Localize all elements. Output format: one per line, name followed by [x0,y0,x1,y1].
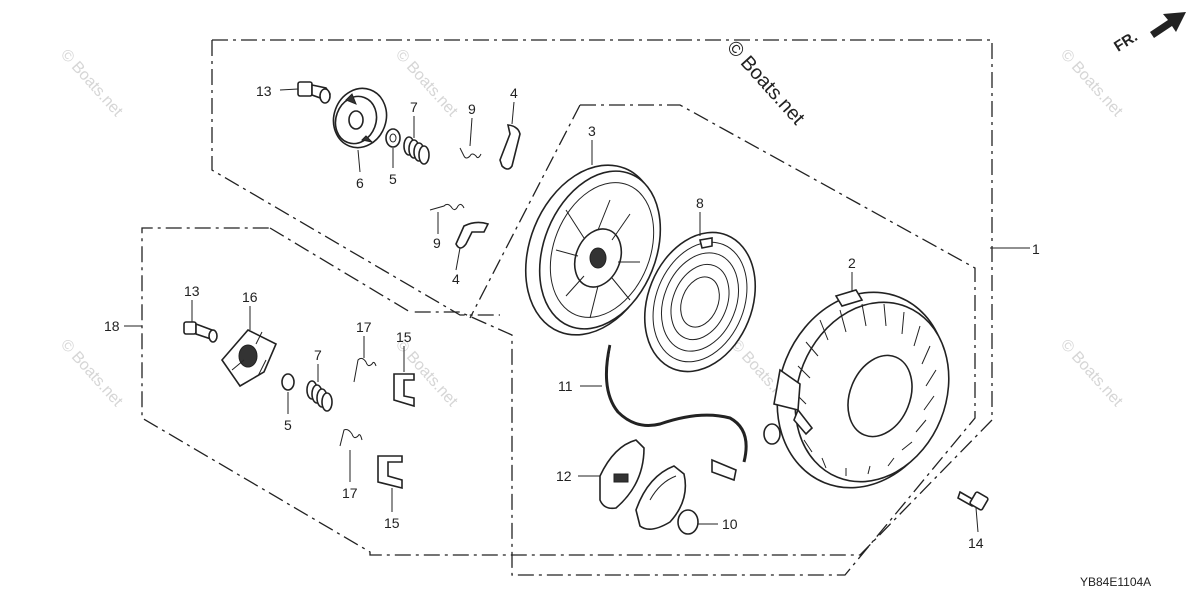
callout-5: 5 [389,171,397,187]
pawl-4-middle [455,221,490,249]
recoil-spring-8 [643,231,757,373]
spring-7-upper [403,136,430,165]
starter-grip-10 [635,465,699,535]
callout-15: 15 [384,515,400,531]
callout-13: 13 [184,283,200,299]
assembly-outlines [141,39,993,576]
callout-17: 17 [356,319,372,335]
callout-9: 9 [433,235,441,251]
spring-7-lower [306,380,333,412]
callout-3: 3 [588,123,596,139]
spring-17-lower [339,429,363,447]
outline-upper-group [211,40,500,316]
watermark: © Boats.net [1057,46,1126,120]
front-direction-indicator: FR. [1111,12,1186,55]
drawing-code: YB84E1104A [1080,575,1151,589]
watermark: © Boats.net [1057,336,1126,410]
grip-insert-12 [599,439,645,510]
callout-2: 2 [848,255,856,271]
starter-case-2 [763,289,950,489]
copyright-text: © Boats.net [722,37,809,130]
callout-6: 6 [356,175,364,191]
bolt-13-lower [183,321,218,343]
callout-4: 4 [510,85,518,101]
direction-arrow-icon [1150,12,1186,38]
watermark: © Boats.net [57,336,126,410]
outline-starter-group [410,104,976,576]
callout-15: 15 [396,329,412,345]
callout-7: 7 [410,99,418,115]
watermark: © Boats.net [392,46,461,120]
callout-13: 13 [256,83,272,99]
starter-rope-11 [604,344,748,463]
bolt-14 [957,490,989,511]
washer-5-upper [385,128,401,148]
callout-18: 18 [104,318,120,334]
ratchet-16 [220,329,278,388]
starter-reel-3 [524,164,662,336]
callout-7: 7 [314,347,322,363]
callout-12: 12 [556,468,572,484]
callout-4: 4 [452,271,460,287]
callout-9: 9 [468,101,476,117]
guide-15-lower [377,455,403,490]
callout-17: 17 [342,485,358,501]
spring-17-upper [353,357,377,383]
direction-label: FR. [1111,28,1141,55]
callout-10: 10 [722,516,738,532]
washer-5-lower [281,373,295,391]
outline-main [141,39,993,556]
callout-16: 16 [242,289,258,305]
rope-end-knot [711,458,737,482]
callout-1: 1 [1032,241,1040,257]
outline-lower-link [269,227,411,313]
spring-9-upper [459,147,482,159]
callout-14: 14 [968,535,984,551]
callout-labels: 13 6 5 7 9 4 9 4 3 8 1 2 18 13 16 7 5 17… [104,83,1040,551]
watermark: © Boats.net [57,46,126,120]
callout-5: 5 [284,417,292,433]
pawl-4-upper [499,124,521,170]
leader-lines [124,88,1030,533]
callout-8: 8 [696,195,704,211]
ratchet-cam-6 [332,87,388,149]
callout-11: 11 [558,378,573,394]
guide-15-upper [393,373,415,408]
outline-reel-link [469,104,581,319]
spring-9-middle [429,203,465,211]
bolt-13-upper [297,81,331,104]
